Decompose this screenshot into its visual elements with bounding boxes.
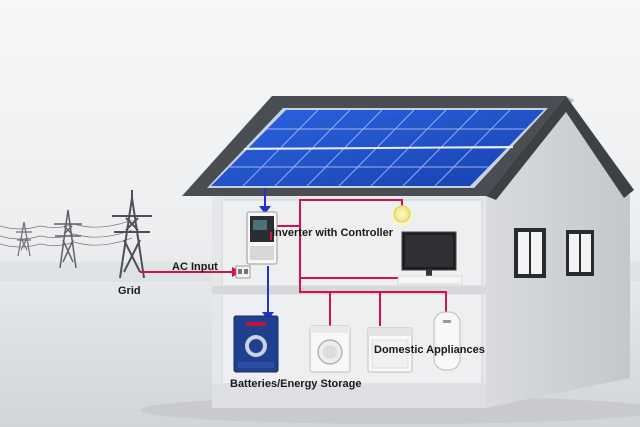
ac-input-label: AC Input [172,261,218,273]
batteries-label: Batteries/Energy Storage [230,378,362,390]
foundation [212,384,486,408]
washing-machine-icon [309,325,351,373]
side-window-2 [566,230,594,276]
domestic-appliances-label: Domestic Appliances [374,344,485,356]
battery-icon [233,315,279,373]
roof-right-edge [486,96,634,200]
solar-panels [207,108,548,188]
dc-arrow-down-1 [259,206,271,214]
grid-tower-near-icon [112,190,152,279]
inverter-icon [246,211,278,265]
inverter-label: Inverter with Controller [272,227,394,239]
television-icon [397,231,463,285]
ac-input-junction-icon [235,265,251,279]
water-heater-icon [433,311,461,371]
grid-tower-far-icon [16,221,32,257]
light-bulb-icon [391,205,413,227]
house-side-wall [486,96,630,408]
dryer-icon [367,327,413,373]
side-window-1 [514,228,546,278]
grid-tower-mid-icon [54,209,82,269]
grid-label: Grid [118,285,141,297]
floor-slab [212,286,486,294]
